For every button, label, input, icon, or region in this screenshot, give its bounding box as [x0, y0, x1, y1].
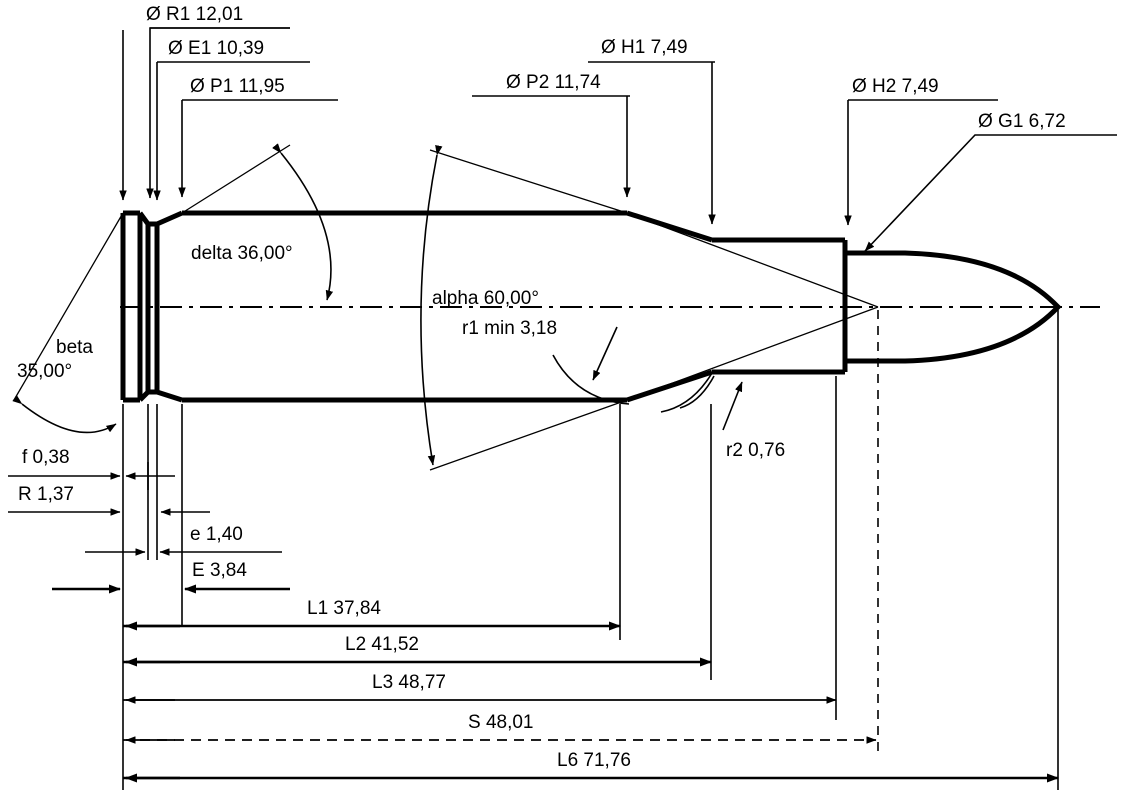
label-f: f 0,38 [22, 447, 70, 468]
dim-f [8, 462, 175, 490]
label-S: S 48,01 [468, 712, 534, 733]
label-G1: Ø G1 6,72 [978, 111, 1066, 132]
leader-R1 [146, 27, 290, 199]
label-E1: Ø E1 10,39 [168, 38, 264, 59]
label-P1: Ø P1 11,95 [190, 76, 285, 97]
label-L2: L2 41,52 [345, 634, 419, 655]
leader-G1 [864, 134, 1117, 252]
label-H2: Ø H2 7,49 [852, 76, 939, 97]
leader-r2 [722, 381, 743, 431]
label-r2: r2 0,76 [726, 440, 785, 461]
label-r1: r1 min 3,18 [462, 318, 557, 339]
angle-arc-beta [12, 395, 117, 434]
leader-H1 [588, 61, 716, 225]
delta-reference-line [181, 144, 291, 214]
radius-arc-r1 [552, 354, 630, 405]
cartridge-outline [120, 210, 848, 403]
label-alpha: alpha 60,00° [432, 288, 539, 309]
label-L3: L3 48,77 [372, 672, 446, 693]
leader-r1 [592, 326, 618, 381]
construction-lines [13, 212, 879, 401]
bullet-outline [845, 250, 1062, 364]
label-delta: delta 36,00° [191, 243, 293, 264]
label-R1: Ø R1 12,01 [146, 4, 243, 25]
extension-lines-dashed [877, 310, 1059, 790]
label-beta-line1: beta [56, 337, 93, 358]
angle-arc-alpha [420, 144, 443, 466]
label-E: E 3,84 [192, 560, 247, 581]
leader-E1 [153, 61, 310, 201]
label-e: e 1,40 [190, 524, 243, 545]
alpha-reference-lines [429, 149, 628, 471]
label-H1: Ø H1 7,49 [601, 37, 688, 58]
label-L6: L6 71,76 [557, 750, 631, 771]
leader-P2 [472, 95, 631, 198]
angle-arc-delta [272, 143, 334, 301]
label-beta-line2: 35,00° [17, 361, 72, 382]
label-R: R 1,37 [18, 484, 74, 505]
leader-H2 [844, 99, 998, 226]
radius-arc-r2 [660, 372, 715, 413]
label-P2: Ø P2 11,74 [506, 72, 601, 93]
label-L1: L1 37,84 [307, 598, 381, 619]
leader-P1 [178, 99, 338, 198]
